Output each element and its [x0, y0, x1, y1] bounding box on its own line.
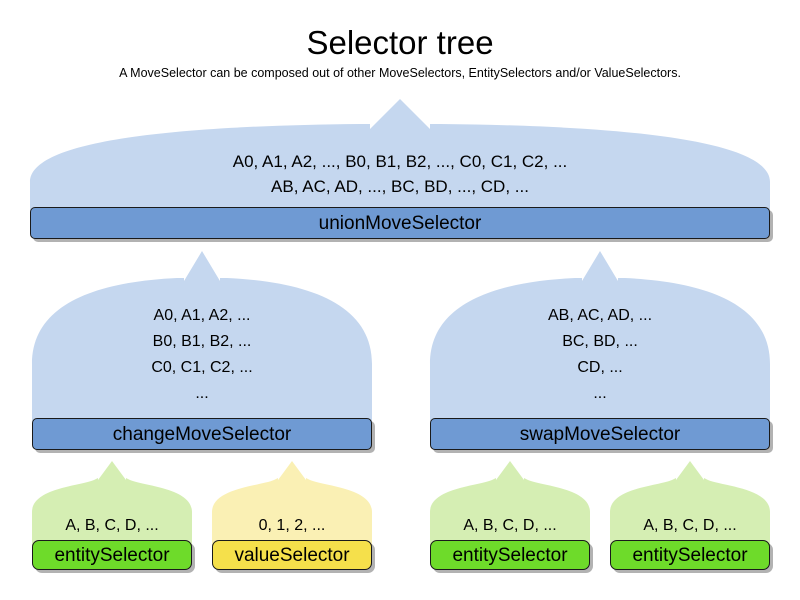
bar-swap-move-selector[interactable]: swapMoveSelector [430, 418, 770, 450]
value-dome-arrow-shape [212, 461, 372, 546]
swap-output-line-4: ... [593, 385, 607, 402]
value-selector-change-values: 0, 1, 2, ... [258, 517, 326, 534]
bar-union-move-selector[interactable]: unionMoveSelector [30, 207, 770, 239]
union-output-line-1: A0, A1, A2, ..., B0, B1, B2, ..., C0, C1… [232, 152, 568, 171]
node-change-move-selector[interactable]: A0, A1, A2, ... B0, B1, B2, ... C0, C1, … [32, 248, 372, 456]
bar-entity-selector-change[interactable]: entitySelector [32, 540, 192, 570]
bar-entity-selector-swap-right[interactable]: entitySelector [610, 540, 770, 570]
entity-dome-arrow-shape [32, 461, 192, 546]
change-output-line-4: ... [195, 385, 209, 402]
change-output-line-1: A0, A1, A2, ... [153, 307, 251, 324]
node-swap-move-selector[interactable]: AB, AC, AD, ... BC, BD, ... CD, ... ... … [430, 248, 770, 456]
change-dome-arrow-shape [32, 251, 372, 432]
page-title: Selector tree [306, 24, 494, 61]
node-entity-selector-change[interactable]: A, B, C, D, ... entitySelector [32, 458, 192, 570]
entity-dome-arrow-shape [610, 461, 770, 546]
node-union-move-selector[interactable]: A0, A1, A2, ..., B0, B1, B2, ..., C0, C1… [30, 96, 770, 246]
swap-output-line-1: AB, AC, AD, ... [547, 307, 653, 324]
page-subtitle: A MoveSelector can be composed out of ot… [119, 66, 681, 80]
bar-entity-selector-swap-left[interactable]: entitySelector [430, 540, 590, 570]
swap-output-line-2: BC, BD, ... [562, 333, 638, 350]
union-dome-arrow-shape [30, 99, 770, 221]
node-entity-selector-swap-left[interactable]: A, B, C, D, ... entitySelector [430, 458, 590, 570]
entity-selector-change-values: A, B, C, D, ... [65, 517, 159, 534]
union-output-line-2: AB, AC, AD, ..., BC, BD, ..., CD, ... [271, 177, 529, 196]
change-output-line-2: B0, B1, B2, ... [152, 333, 252, 350]
change-output-line-3: C0, C1, C2, ... [151, 359, 253, 376]
bar-change-move-selector[interactable]: changeMoveSelector [32, 418, 372, 450]
swap-output-line-3: CD, ... [577, 359, 623, 376]
node-entity-selector-swap-right[interactable]: A, B, C, D, ... entitySelector [610, 458, 770, 570]
swap-dome-arrow-shape [430, 251, 770, 432]
node-value-selector-change[interactable]: 0, 1, 2, ... valueSelector [212, 458, 372, 570]
entity-selector-swap-right-values: A, B, C, D, ... [643, 517, 737, 534]
entity-selector-swap-left-values: A, B, C, D, ... [463, 517, 557, 534]
entity-dome-arrow-shape [430, 461, 590, 546]
bar-value-selector-change[interactable]: valueSelector [212, 540, 372, 570]
